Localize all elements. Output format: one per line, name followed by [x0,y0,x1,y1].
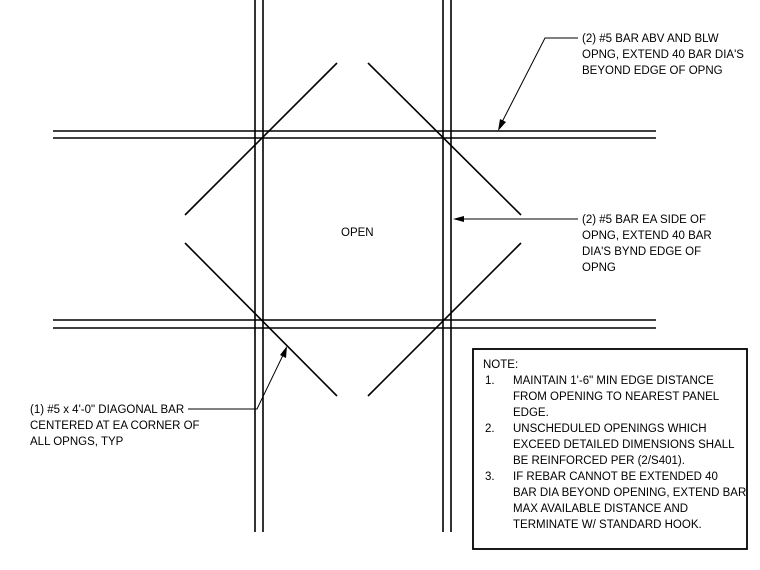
callout-line: (2) #5 BAR EA SIDE OF [582,214,706,226]
arrowhead-icon [498,119,506,131]
callout-line: (2) #5 BAR ABV AND BLW [582,33,719,45]
note-number: 3. [485,471,495,483]
callout-line: BEYOND EDGE OF OPNG [582,65,723,77]
arrowhead-icon [280,346,287,358]
diagonal-bar-top-right [367,62,522,216]
note-line: TERMINATE W/ STANDARD HOOK. [513,519,702,531]
note-line: MAX AVAILABLE DISTANCE AND [513,503,688,515]
note-line: EXCEED DETAILED DIMENSIONS SHALL [513,439,735,451]
leader-top-right [498,37,578,131]
diagonal-bar-bottom-left [184,242,338,397]
arrowhead-icon [453,216,464,222]
note-line: IF REBAR CANNOT BE EXTENDED 40 [513,471,718,483]
callout-line: OPNG, EXTEND 40 BAR DIA'S [582,49,744,61]
callout-mid-right: (2) #5 BAR EA SIDE OF OPNG, EXTEND 40 BA… [582,214,712,274]
callout-line: OPNG, EXTEND 40 BAR [582,230,712,242]
note-line: MAINTAIN 1'-6" MIN EDGE DISTANCE [513,375,714,387]
opening-label: OPEN [341,227,374,239]
notes-box: NOTE: 1. MAINTAIN 1'-6" MIN EDGE DISTANC… [472,348,748,550]
note-number: 1. [485,375,495,387]
callout-line: ALL OPNGS, TYP [30,436,124,448]
notes-title: NOTE: [483,359,518,371]
callout-line: (1) #5 x 4'-0" DIAGONAL BAR [30,404,184,416]
callout-bottom-left: (1) #5 x 4'-0" DIAGONAL BAR CENTERED AT … [30,404,200,448]
note-line: UNSCHEDULED OPENINGS WHICH [513,423,707,435]
vertical-bars [254,0,452,532]
note-number: 2. [485,423,495,435]
leader-mid-right [453,216,578,222]
callout-line: OPNG [582,262,616,274]
note-line: FROM OPENING TO NEAREST PANEL [513,391,720,403]
note-line: BE REINFORCED PER (2/S401). [513,455,685,467]
callout-line: DIA'S BYND EDGE OF [582,246,701,258]
callout-line: CENTERED AT EA CORNER OF [30,420,200,432]
callout-top-right: (2) #5 BAR ABV AND BLW OPNG, EXTEND 40 B… [582,33,744,77]
diagonal-bars [184,62,522,397]
notes-border [472,348,748,550]
note-line: EDGE. [513,407,549,419]
note-line: BAR DIA BEYOND OPENING, EXTEND BAR [513,487,746,499]
diagonal-bar-top-left [184,62,338,216]
horizontal-bars [53,130,656,329]
leader-bottom-left [188,346,287,410]
diagonal-bar-bottom-right [367,242,522,397]
